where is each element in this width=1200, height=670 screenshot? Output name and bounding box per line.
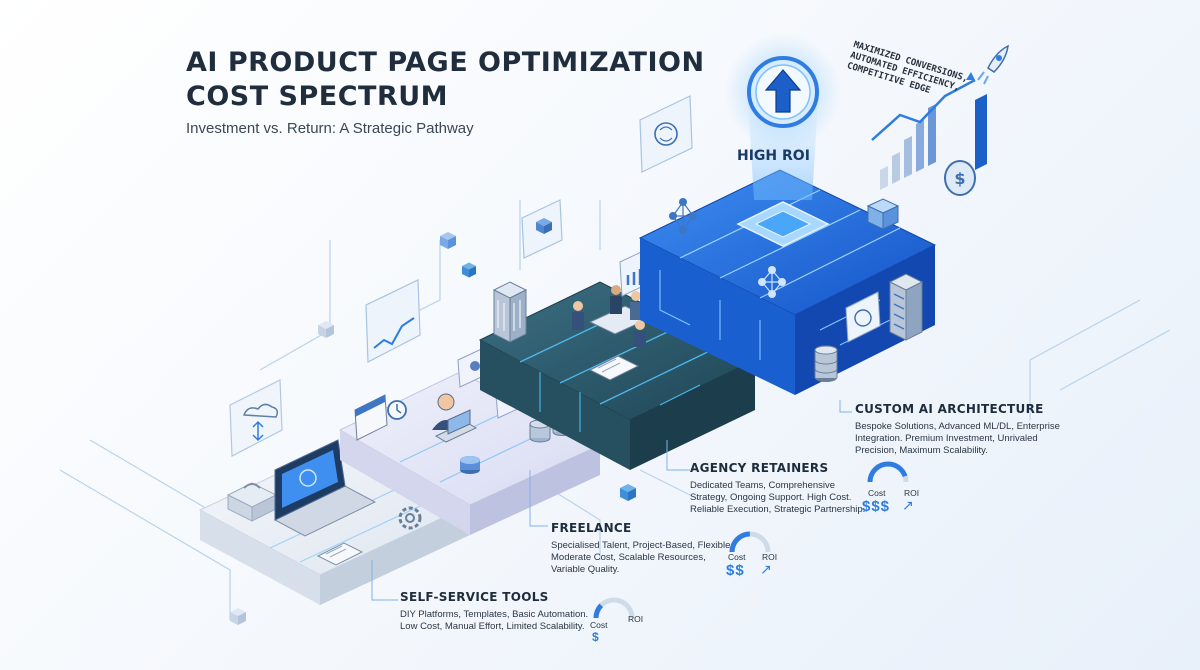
tier-desc-line: Precision, Maximum Scalability. xyxy=(855,445,988,456)
contract-document-icon xyxy=(588,355,640,381)
floating-cubes xyxy=(230,232,636,625)
tier-desc-line: Strategy, Ongoing Support. High Cost. xyxy=(690,492,852,503)
tier-name: SELF-SERVICE TOOLS xyxy=(400,590,549,604)
dollar-coin-icon: $ xyxy=(944,160,976,196)
title-line-1: AI PRODUCT PAGE OPTIMIZATION xyxy=(186,47,705,78)
office-building-icon xyxy=(492,281,528,343)
roi-up-arrow-icon: ↗ xyxy=(760,562,772,578)
cost-symbols: $ xyxy=(592,630,600,644)
page-subtitle: Investment vs. Return: A Strategic Pathw… xyxy=(186,120,474,137)
tier-description: Bespoke Solutions, Advanced ML/DL, Enter… xyxy=(855,421,1095,457)
server-icon xyxy=(814,273,924,382)
roi-growth-chart xyxy=(871,72,987,190)
network-node-icon xyxy=(521,199,563,259)
tier-description: Specialised Talent, Project-Based, Flexi… xyxy=(551,540,751,576)
tier-desc-line: Moderate Cost, Scalable Resources, xyxy=(551,552,706,563)
ai-chip-icon xyxy=(736,201,830,247)
data-cube-icon xyxy=(866,198,900,230)
tier-agency-retainers: AGENCY RETAINERS Dedicated Teams, Compre… xyxy=(690,461,900,516)
tier-name: AGENCY RETAINERS xyxy=(690,461,829,475)
tier-desc-line: Specialised Talent, Project-Based, Flexi… xyxy=(551,540,734,551)
tier-desc-line: Bespoke Solutions, Advanced ML/DL, Enter… xyxy=(855,421,1060,432)
tier-desc-line: Integration. Premium Investment, Unrival… xyxy=(855,433,1038,444)
tier-name: FREELANCE xyxy=(551,521,632,535)
cost-roi-meter-custom-ai: Cost ROI $$$ ↗ xyxy=(862,460,942,515)
rocket-icon xyxy=(977,44,1009,85)
cloud-sync-icon xyxy=(229,379,283,457)
cost-roi-meter-self-service: Cost ROI $ xyxy=(588,590,668,644)
document-icon xyxy=(316,542,364,566)
high-roi-label: HIGH ROI xyxy=(737,148,810,164)
roi-label: ROI xyxy=(762,552,778,562)
label-leader-lines xyxy=(371,400,852,601)
cost-symbols: $$$ xyxy=(862,498,891,515)
clock-icon xyxy=(387,400,407,420)
brain-panel-icon xyxy=(845,291,881,343)
cost-label: Cost xyxy=(590,620,608,630)
tier-desc-line: Reliable Execution, Strategic Partnershi… xyxy=(690,504,866,515)
tier-description: DIY Platforms, Templates, Basic Automati… xyxy=(400,609,610,633)
high-roi-beacon xyxy=(725,34,841,200)
roi-label: ROI xyxy=(628,614,644,624)
up-arrow-icon xyxy=(764,69,802,113)
tier-name: CUSTOM AI ARCHITECTURE xyxy=(855,402,1044,416)
svg-text:$: $ xyxy=(954,169,965,188)
cost-label: Cost xyxy=(868,488,886,498)
page-title: AI PRODUCT PAGE OPTIMIZATION COST SPECTR… xyxy=(186,46,705,114)
tier-desc-line: Variable Quality. xyxy=(551,564,620,575)
step-agency-platform xyxy=(478,281,757,470)
tier-desc-line: Dedicated Teams, Comprehensive xyxy=(690,480,836,491)
gear-icon xyxy=(398,506,422,530)
growth-chart-icon xyxy=(365,279,421,363)
roi-label: ROI xyxy=(904,488,920,498)
tier-desc-line: DIY Platforms, Templates, Basic Automati… xyxy=(400,609,589,620)
tier-freelance: FREELANCE Specialised Talent, Project-Ba… xyxy=(551,521,751,576)
calendar-icon xyxy=(354,394,388,441)
cost-symbols: $$ xyxy=(726,562,745,579)
roi-up-arrow-icon: ↗ xyxy=(902,498,914,514)
cost-roi-meter-freelance: Cost ROI $$ ↗ xyxy=(724,530,804,579)
cost-label: Cost xyxy=(728,552,746,562)
toolbox-icon xyxy=(226,482,278,522)
laptop-icon xyxy=(273,439,377,537)
tier-description: Dedicated Teams, Comprehensive Strategy,… xyxy=(690,480,900,516)
title-line-2: COST SPECTRUM xyxy=(186,81,449,112)
tier-self-service: SELF-SERVICE TOOLS DIY Platforms, Templa… xyxy=(400,590,610,633)
neural-network-icon xyxy=(669,198,786,298)
tier-desc-line: Low Cost, Manual Effort, Limited Scalabi… xyxy=(400,621,585,632)
freelancer-icon xyxy=(432,393,478,443)
tier-custom-ai-architecture: CUSTOM AI ARCHITECTURE Bespoke Solutions… xyxy=(855,402,1095,457)
brain-icon xyxy=(639,95,693,173)
